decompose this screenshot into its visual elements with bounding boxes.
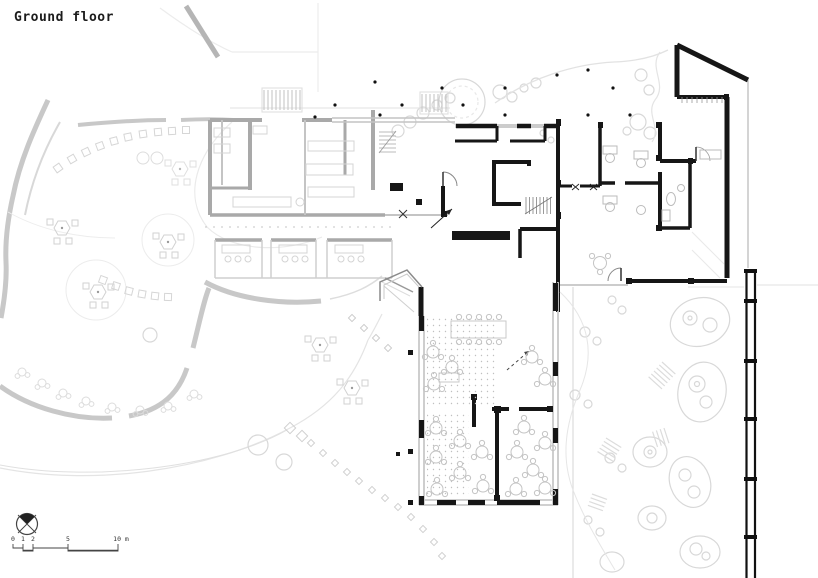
terrace-lines (560, 284, 818, 578)
existing-building-walls (205, 107, 455, 297)
scale-label-2: 2 (31, 535, 35, 543)
scale-label-1: 1 (21, 535, 25, 543)
entrance-bay (379, 269, 423, 313)
new-building-walls (418, 42, 750, 500)
scale-label-0: 0 (11, 535, 15, 543)
interior-details (398, 145, 725, 371)
scale-bar: 0 1 2 5 10 m (11, 535, 129, 552)
compass-icon (15, 512, 39, 536)
garden-furniture (14, 126, 447, 561)
scale-label-10m: 10 m (113, 535, 129, 543)
right-garden (559, 291, 731, 573)
floor-pattern (427, 412, 469, 498)
site-wall-segment (183, 4, 221, 59)
window-walls (418, 282, 559, 506)
boundary-fence (744, 269, 757, 578)
floor-pattern (427, 318, 497, 406)
trees (142, 49, 669, 471)
site-dots (313, 68, 632, 119)
dining-furniture (421, 252, 612, 498)
existing-building-details (213, 87, 449, 263)
scale-label-5: 5 (66, 535, 70, 543)
page-title: Ground floor (14, 10, 114, 25)
garden-paths (0, 3, 383, 477)
